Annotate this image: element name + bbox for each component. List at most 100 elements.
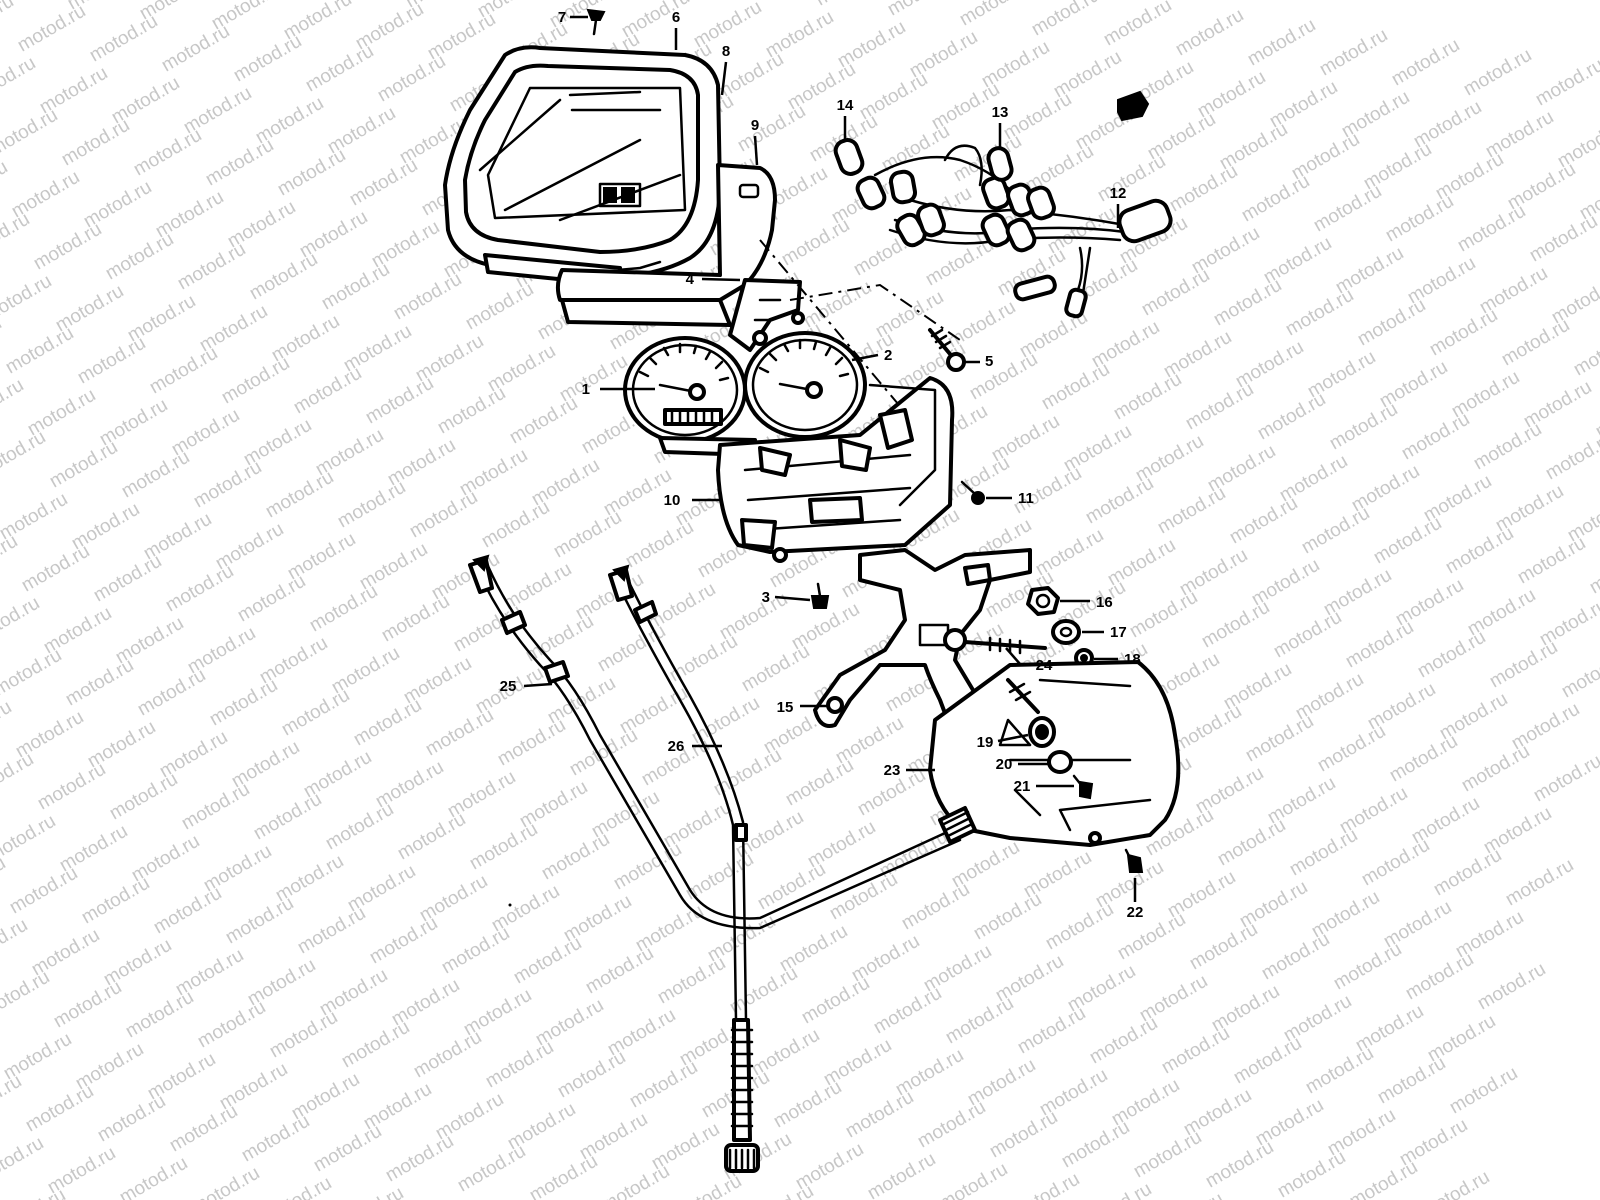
watermark-text: motod.ru (334, 477, 409, 533)
watermark-text: motod.ru (438, 923, 513, 979)
callout-16: 16 (1060, 594, 1113, 611)
watermark-text: motod.ru (1274, 1147, 1349, 1200)
watermark-text: motod.ru (0, 593, 43, 649)
watermark-text: motod.ru (322, 799, 397, 855)
watermark-text: motod.ru (454, 1141, 529, 1197)
callout-24: 24 (1005, 647, 1053, 674)
watermark-text: motod.ru (914, 1097, 989, 1153)
watermark-text: motod.ru (1058, 1117, 1133, 1173)
watermark-text: motod.ru (1082, 473, 1157, 529)
callout-number: 15 (777, 699, 794, 716)
watermark-text: motod.ru (250, 789, 325, 845)
watermark-text: motod.ru (1226, 493, 1301, 549)
part-9-meter-case (555, 163, 777, 327)
watermark-text: motod.ru (966, 349, 1041, 405)
watermark-text: motod.ru (1314, 721, 1389, 777)
watermark-text: motod.ru (798, 973, 873, 1029)
watermark-text: motod.ru (1458, 741, 1533, 797)
watermark-text: motod.ru (1198, 597, 1273, 653)
watermark-text: motod.ru (0, 105, 61, 161)
callout-8: 8 (720, 43, 730, 96)
watermark-text: motod.ru (1170, 701, 1245, 757)
watermark-text: motod.ru (150, 883, 225, 939)
watermark-text: motod.ru (1286, 825, 1361, 881)
watermark-text: motod.ru (106, 769, 181, 825)
callout-leader-line (720, 61, 728, 96)
watermark-text: motod.ru (1130, 1127, 1205, 1183)
watermark-text: motod.ru (278, 685, 353, 741)
callout-leader-line (997, 733, 1029, 743)
watermark-text: motod.ru (826, 869, 901, 925)
watermark-text: motod.ru (462, 279, 537, 335)
watermark-text: motod.ru (22, 1081, 97, 1137)
watermark-text: motod.ru (1486, 637, 1561, 693)
callout-leader-line (851, 353, 879, 362)
watermark-text: motod.ru (770, 1077, 845, 1133)
watermark-text: motod.ru (1310, 181, 1385, 237)
watermark-text: motod.ru (30, 219, 105, 275)
watermark-text: motod.ru (1202, 1137, 1277, 1193)
watermark-text: motod.ru (1558, 647, 1600, 703)
watermark-text: motod.ru (1316, 25, 1391, 81)
watermark-text: motod.ru (506, 393, 581, 449)
watermark-text: motod.ru (188, 1163, 263, 1200)
watermark-text: motod.ru (0, 645, 65, 701)
watermark-text: motod.ru (202, 135, 277, 191)
watermark-text: motod.ru (58, 115, 133, 171)
part-6-meter-cover (443, 45, 722, 287)
watermark-text: motod.ru (1038, 359, 1113, 415)
watermark-text: motod.ru (1502, 855, 1577, 911)
watermark-text: motod.ru (1244, 15, 1319, 71)
callout-number: 19 (977, 734, 994, 751)
part-12-wiring-harness (855, 144, 1173, 319)
watermark-text: motod.ru (2, 323, 77, 379)
callout-number: 10 (664, 492, 681, 509)
watermark-text: motod.ru (222, 893, 297, 949)
watermark-text: motod.ru (1298, 503, 1373, 559)
watermark-text: motod.ru (62, 655, 137, 711)
watermark-text: motod.ru (332, 1183, 407, 1200)
watermark-text: motod.ru (0, 53, 39, 109)
watermark-text: motod.ru (1454, 201, 1529, 257)
parts-layer (443, 8, 1181, 1173)
callout-number: 2 (884, 347, 892, 364)
watermark-text: motod.ru (274, 145, 349, 201)
watermark-text: motod.ru (0, 749, 37, 805)
watermark-text: motod.ru (942, 993, 1017, 1049)
part-7-screw (586, 8, 606, 36)
watermark-text: motod.ru (1166, 161, 1241, 217)
watermark-text: motod.ru (566, 725, 641, 781)
watermark-text: motod.ru (0, 967, 53, 1023)
watermark-text: motod.ru (162, 561, 237, 617)
watermark-text: motod.ru (406, 487, 481, 543)
callout-22: 22 (1127, 878, 1144, 921)
watermark-text: motod.ru (1008, 1169, 1083, 1200)
callout-26: 26 (668, 738, 722, 755)
part-3-screw (810, 582, 830, 609)
callout-6: 6 (672, 9, 680, 50)
callout-9: 9 (751, 117, 759, 166)
watermark-text: motod.ru (654, 953, 729, 1009)
watermark-text: motod.ru (310, 1121, 385, 1177)
watermark-text: motod.ru (146, 343, 221, 399)
watermark-text: motod.ru (956, 0, 1031, 30)
watermark-text: motod.ru (1330, 939, 1405, 995)
callout-number: 25 (500, 678, 517, 695)
watermark-text: motod.ru (842, 1087, 917, 1143)
watermark-text: motod.ru (302, 41, 377, 97)
watermark-text: motod.ru (1172, 5, 1247, 61)
part-22-screw (1124, 848, 1144, 873)
watermark-text: motod.ru (1100, 0, 1175, 50)
callout-number: 6 (672, 9, 680, 26)
watermark-text: motod.ru (218, 353, 293, 409)
callout-number: 8 (722, 43, 730, 60)
watermark-text: motod.ru (1110, 369, 1185, 425)
watermark-text: motod.ru (0, 1185, 69, 1200)
part-20-washer (1047, 750, 1073, 774)
callout-number: 22 (1127, 904, 1144, 921)
watermark-text: motod.ru (178, 779, 253, 835)
watermark-text: motod.ru (122, 987, 197, 1043)
callout-17: 17 (1082, 624, 1127, 641)
watermark-text: motod.ru (1430, 845, 1505, 901)
